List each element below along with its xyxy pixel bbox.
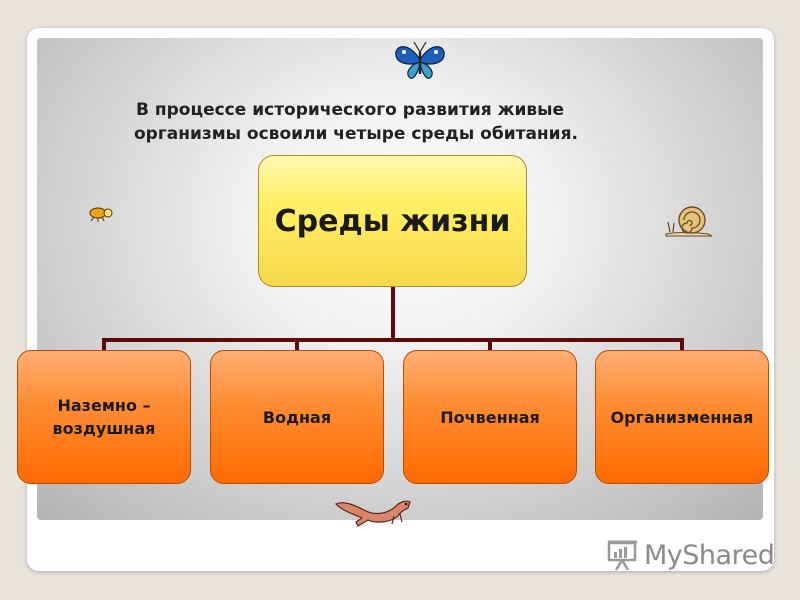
intro-line-1: В процессе исторического развития живые	[136, 100, 565, 120]
root-node-label: Среды жизни	[274, 203, 511, 239]
node-label: Организменная	[610, 407, 754, 427]
node-label: Почвенная	[440, 407, 540, 427]
intro-text: В процессе исторического развития живые …	[134, 98, 694, 146]
diagram-node-terrestrial-air: Наземно – воздушная	[17, 350, 191, 484]
watermark-text: MyShared	[644, 539, 775, 571]
diagram-root-node: Среды жизни	[258, 155, 527, 287]
watermark-logo: MyShared	[606, 538, 775, 572]
node-label: Наземно – воздушная	[52, 396, 156, 438]
intro-line-2: организмы освоили четыре среды обитания.	[134, 124, 578, 144]
butterfly-icon	[395, 41, 445, 79]
weasel-icon	[334, 500, 411, 527]
diagram-node-soil: Почвенная	[403, 350, 577, 484]
presentation-board-icon	[607, 540, 637, 571]
node-label: Водная	[262, 407, 332, 427]
diagram-node-organism: Организменная	[595, 350, 769, 484]
insect-icon	[89, 207, 113, 222]
snail-icon	[665, 206, 713, 237]
diagram-node-aquatic: Водная	[210, 350, 384, 484]
